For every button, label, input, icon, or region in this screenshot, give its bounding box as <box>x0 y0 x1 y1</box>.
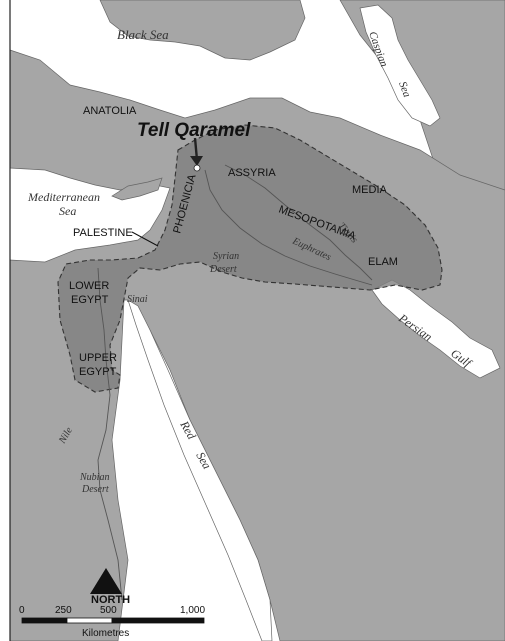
north-label: NORTH <box>91 594 130 606</box>
north-arrow-icon <box>90 568 122 594</box>
label-upper-egypt: EGYPT <box>79 366 117 378</box>
label-upper: UPPER <box>79 352 117 364</box>
fertile-crescent-region <box>57 124 443 393</box>
label-nubian-desert: Desert <box>81 484 109 495</box>
red-sea <box>127 299 273 641</box>
label-mediterranean-sea: Sea <box>59 204 76 218</box>
label-syrian: Syrian <box>213 251 239 262</box>
label-elam: ELAM <box>368 256 398 268</box>
scale-tick-0: 0 <box>19 605 25 616</box>
site-arrow-head <box>190 156 203 166</box>
scale-segment-1 <box>21 617 68 624</box>
label-media: MEDIA <box>352 184 388 196</box>
label-nubian: Nubian <box>79 472 109 483</box>
scale-tick-1000: 1,000 <box>180 605 205 616</box>
label-site: Tell Qaramel <box>137 120 251 141</box>
label-syrian-desert: Desert <box>209 264 237 275</box>
euphrates-river <box>204 169 373 286</box>
cyprus-island <box>111 177 163 201</box>
site-marker <box>193 164 201 172</box>
palestine-pointer <box>131 231 159 247</box>
scale-tick-500: 500 <box>100 605 117 616</box>
label-sinai: Sinai <box>127 294 148 305</box>
label-lower: LOWER <box>69 280 109 292</box>
scale-bar: 0 250 500 1,000 Kilometres <box>19 605 205 639</box>
scale-segment-3 <box>111 617 205 624</box>
caspian-sea <box>359 4 441 127</box>
label-palestine: PALESTINE <box>73 227 133 239</box>
label-mediterranean: Mediterranean <box>27 190 100 204</box>
label-caspian-sea: Sea <box>396 80 413 99</box>
tigris-river <box>224 164 373 281</box>
nile-river <box>97 267 123 601</box>
scale-segment-2 <box>66 617 113 624</box>
label-black-sea: Black Sea <box>117 27 169 42</box>
label-lower-egypt: EGYPT <box>71 294 109 306</box>
label-anatolia: ANATOLIA <box>83 105 137 117</box>
label-assyria: ASSYRIA <box>228 167 276 179</box>
scale-tick-250: 250 <box>55 605 72 616</box>
persian-gulf <box>371 279 501 379</box>
northern-shore-land <box>99 0 306 61</box>
scale-unit: Kilometres <box>82 628 129 639</box>
north-arrow: NORTH <box>90 568 130 606</box>
